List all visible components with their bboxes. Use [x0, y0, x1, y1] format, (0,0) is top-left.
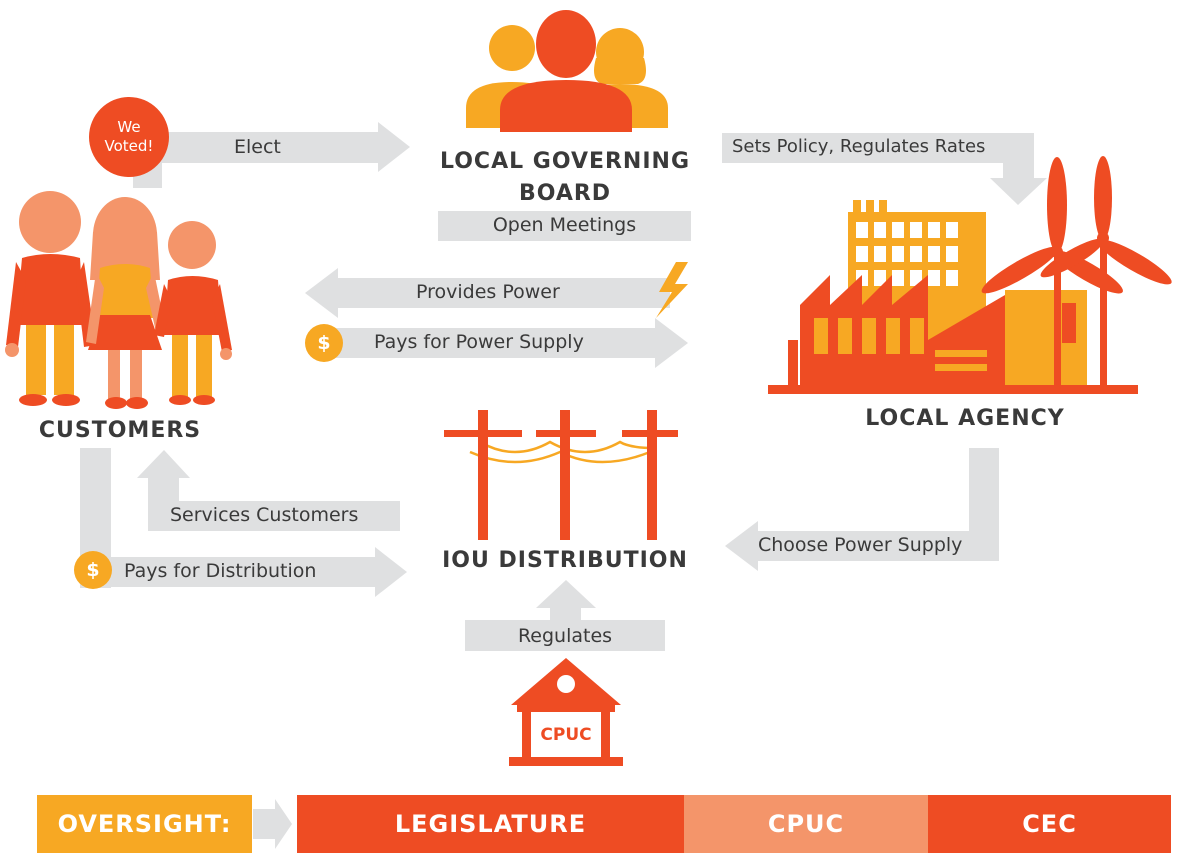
- services-customers-label: Services Customers: [170, 504, 359, 526]
- power-lines-icon: [444, 410, 678, 540]
- badge-line1: We: [117, 118, 141, 136]
- sets-policy-arrow: [722, 133, 1047, 205]
- local-agency-factory-icon: [768, 156, 1172, 394]
- dollar-coin-icon: $: [74, 551, 112, 589]
- iou-distribution-title: IOU DISTRIBUTION: [442, 548, 688, 573]
- sets-policy-label: Sets Policy, Regulates Rates: [732, 136, 986, 157]
- oversight-legislature: LEGISLATURE: [297, 795, 684, 853]
- oversight-cec: CEC: [928, 795, 1171, 853]
- badge-line2: Voted!: [104, 137, 154, 155]
- pays-distribution-label: Pays for Distribution: [124, 560, 317, 582]
- oversight-cpuc: CPUC: [684, 795, 928, 853]
- pays-supply-label: Pays for Power Supply: [374, 331, 584, 353]
- elect-label: Elect: [234, 136, 281, 158]
- provides-power-label: Provides Power: [416, 281, 560, 303]
- regulates-arrow: [465, 580, 665, 651]
- customers-title: CUSTOMERS: [38, 418, 202, 443]
- dollar-coin-icon: $: [305, 324, 343, 362]
- pays-supply-arrow: [318, 318, 688, 368]
- choose-supply-arrow: [725, 448, 999, 571]
- cpuc-building-icon: [509, 658, 623, 766]
- oversight-label: OVERSIGHT:: [37, 795, 252, 853]
- regulates-label: Regulates: [517, 625, 613, 647]
- board-title-line1: LOCAL GOVERNING: [439, 149, 691, 174]
- local-agency-title: LOCAL AGENCY: [865, 406, 1065, 431]
- pays-distribution-arrow: [80, 448, 407, 597]
- board-people-icon: [466, 10, 668, 132]
- provides-power-arrow: [305, 268, 670, 318]
- open-meetings-box: [438, 211, 691, 241]
- lightning-icon: [656, 262, 688, 318]
- we-voted-badge: We Voted!: [89, 97, 169, 177]
- cpuc-building-label: CPUC: [540, 724, 592, 745]
- choose-supply-label: Choose Power Supply: [758, 534, 963, 556]
- local-governing-board-title: LOCAL GOVERNING BOARD: [395, 146, 735, 210]
- services-customers-arrow: [137, 450, 400, 531]
- open-meetings-label: Open Meetings: [492, 214, 637, 236]
- customers-family-icon: [5, 191, 232, 409]
- board-title-line2: BOARD: [518, 181, 612, 206]
- oversight-arrow: [253, 799, 292, 849]
